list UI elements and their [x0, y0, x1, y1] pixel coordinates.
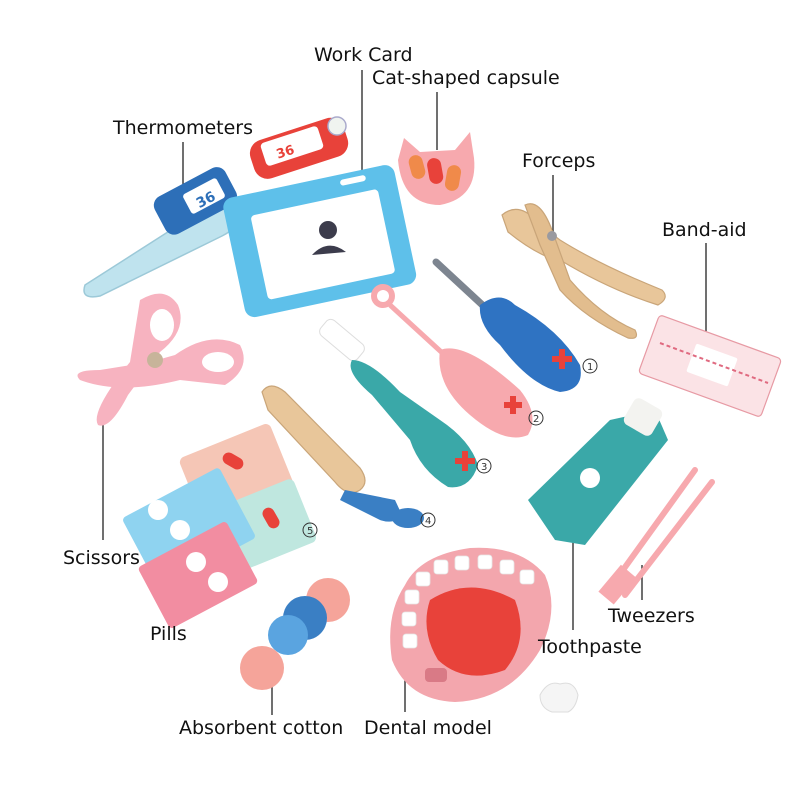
- probe-tool-toy: 1: [432, 258, 598, 392]
- label-absorbent-cotton: Absorbent cotton: [179, 717, 344, 739]
- marker-1: 1: [587, 362, 593, 373]
- svg-text:36: 36: [275, 143, 297, 163]
- thermometer-toy: 36: [83, 167, 240, 298]
- label-work-card: Work Card: [314, 44, 413, 66]
- forceps-toy: [501, 203, 666, 339]
- tweezers-toy: [598, 467, 715, 605]
- toothbrush-toy: 3: [319, 318, 492, 488]
- absorbent-cotton-toy: [240, 578, 350, 690]
- marker-5: 5: [307, 526, 313, 537]
- label-cat-shaped-capsule: Cat-shaped capsule: [372, 67, 560, 89]
- scissors-toy: [77, 293, 244, 426]
- label-band-aid: Band-aid: [662, 219, 747, 241]
- label-tweezers: Tweezers: [608, 605, 695, 627]
- label-forceps: Forceps: [522, 150, 596, 172]
- toothpaste-toy: [528, 398, 668, 545]
- label-toothpaste: Toothpaste: [538, 636, 642, 658]
- label-dental-model: Dental model: [364, 717, 492, 739]
- spare-tooth-toy: [539, 682, 579, 713]
- label-thermometers: Thermometers: [113, 117, 253, 139]
- dental-model-toy: [390, 547, 552, 702]
- pills-toy: [123, 468, 258, 628]
- dental-mirror-toy: 2: [371, 284, 544, 438]
- label-pills: Pills: [150, 623, 187, 645]
- work-card-toy: [223, 165, 417, 318]
- band-aid-toy: [638, 315, 782, 417]
- syringe-toy: 4: [261, 385, 436, 528]
- cat-capsule-toy: [398, 132, 475, 205]
- marker-4: 4: [425, 516, 431, 527]
- marker-3: 3: [481, 462, 487, 473]
- marker-2: 2: [533, 414, 539, 425]
- red-thermometer-toy: 36: [249, 116, 349, 179]
- label-scissors: Scissors: [63, 547, 140, 569]
